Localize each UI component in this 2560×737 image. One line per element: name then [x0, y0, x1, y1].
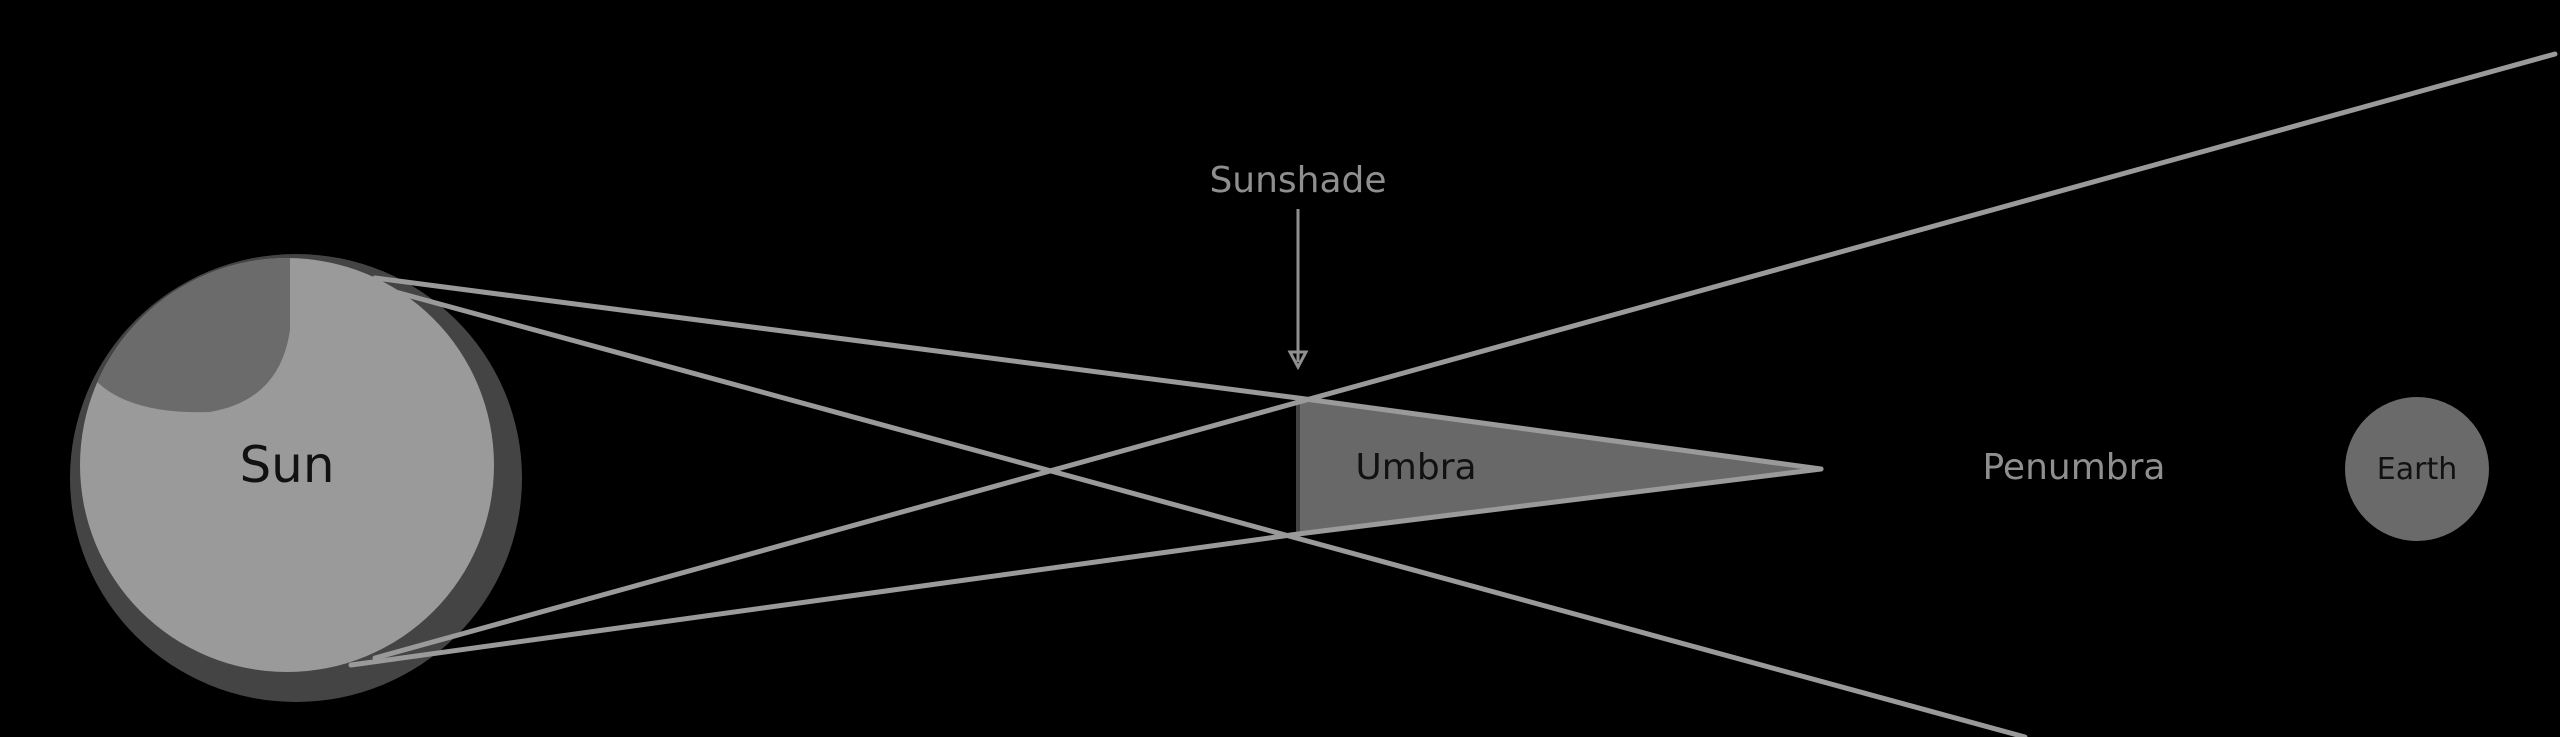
ray-top-to-penumbra — [389, 288, 2028, 737]
ray-top-to-umbra — [372, 275, 1824, 472]
earth-disc — [2345, 397, 2489, 541]
ray-bottom-to-umbra — [348, 466, 1824, 668]
sun: Sun — [70, 254, 522, 702]
earth: Earth — [2345, 397, 2489, 541]
sun-label: Sun — [239, 436, 334, 494]
ray-bottom-to-penumbra — [372, 51, 2558, 661]
umbra-region — [1298, 398, 1821, 534]
penumbra-label: Penumbra — [1983, 447, 2166, 488]
umbra-label: Umbra — [1355, 447, 1476, 488]
sunshade-label: Sunshade — [1209, 160, 1386, 201]
earth-label: Earth — [2377, 452, 2457, 487]
sunshade-arrow-icon — [1287, 209, 1309, 371]
